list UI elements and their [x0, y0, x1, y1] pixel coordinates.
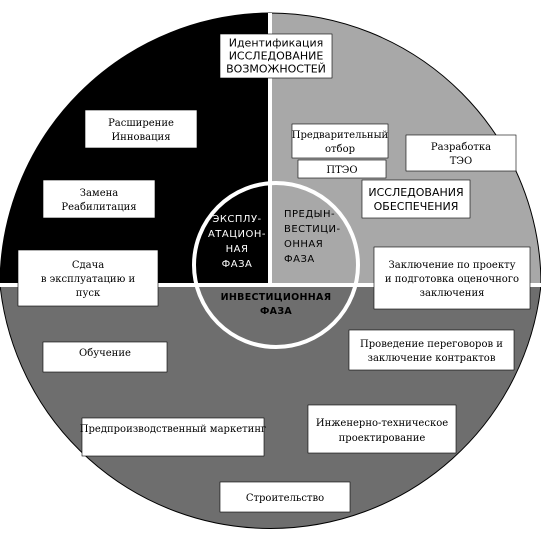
pteo-box: ПТЭО [297, 159, 387, 179]
commissioning-box-text-line: пуск [76, 288, 101, 299]
pteo-box-frame [297, 159, 387, 179]
preliminary-selection-box: Предварительный отбор [291, 123, 389, 159]
support-studies-box-text-line: ИССЛЕДОВАНИЯ [368, 186, 463, 199]
replacement-rehabilitation-box-text-line: Реабилитация [61, 202, 136, 213]
support-studies-box-text-line: ОБЕСПЕЧЕНИЯ [374, 200, 459, 213]
teo-development-box-text-line: Разработка [431, 142, 491, 153]
negotiations-box-text-line: заключение контрактов [368, 353, 496, 364]
operation-phase-line: ЭКСПЛУ- [212, 214, 261, 225]
identification-box-text-line: ВОЗМОЖНОСТЕЙ [226, 63, 326, 76]
commissioning-box-text-line: Сдача [72, 260, 104, 271]
pteo-box-text-line: ПТЭО [326, 165, 357, 176]
teo-development-box-text-line: ТЭО [450, 156, 473, 167]
preliminary-selection-box-text-line: Предварительный [292, 130, 389, 141]
pre-investment-phase-line: ОННАЯ [284, 239, 323, 250]
engineering-design-box-text-line: проектирование [339, 433, 426, 444]
engineering-design-box-text-line: Инженерно-техническое [316, 418, 448, 429]
preproduction-marketing-box-frame [81, 417, 265, 457]
pre-investment-phase-label: ПРЕДЫН- ВЕСТИЦИ- ОННАЯ ФАЗА [284, 209, 341, 265]
engineering-design-box: Инженерно-техническое проектирование [307, 404, 457, 454]
commissioning-box: Сдача в эксплуатацию и пуск [17, 249, 159, 307]
identification-box-frame [219, 33, 333, 79]
operation-phase-line: ФАЗА [222, 259, 253, 270]
support-studies-box-frame [361, 179, 471, 219]
training-box-text-line: Обучение [79, 348, 131, 359]
inner-circle-ring [192, 181, 360, 349]
negotiations-box-frame [348, 329, 515, 371]
construction-box-text-line: Строительство [246, 493, 324, 504]
construction-box-frame [219, 481, 351, 513]
preliminary-selection-box-frame [291, 123, 389, 159]
operation-phase-line: АТАЦИОН- [208, 229, 266, 240]
project-conclusion-box-text-line: Заключение по проекту [389, 260, 516, 271]
engineering-design-box-frame [307, 404, 457, 454]
replacement-rehabilitation-box-text-line: Замена [80, 188, 119, 199]
project-conclusion-box: Заключение по проекту и подготовка оценоч… [373, 246, 531, 310]
negotiations-box-text-line: Проведение переговоров и [360, 339, 503, 350]
training-box-frame [42, 341, 168, 373]
replacement-rehabilitation-box-frame [42, 179, 156, 219]
investment-phase-line: ИНВЕСТИЦИОННАЯ [221, 292, 332, 303]
construction-box: Строительство [219, 481, 351, 513]
project-conclusion-box-frame [373, 246, 531, 310]
pre-investment-phase-line: ВЕСТИЦИ- [284, 224, 341, 235]
pre-investment-phase-line: ПРЕДЫН- [284, 209, 335, 220]
operation-phase-line: НАЯ [226, 244, 249, 255]
investment-phase-label: ИНВЕСТИЦИОННАЯ ФАЗА [221, 292, 332, 317]
preliminary-selection-box-text-line: отбор [325, 144, 355, 155]
preproduction-marketing-box-text-line: Предпроизводственный маркетинг [80, 424, 266, 435]
identification-box-text-line: Идентификация [229, 37, 324, 50]
pre-investment-phase-line: ФАЗА [284, 254, 315, 265]
identification-box-text-line: ИССЛЕДОВАНИЕ [229, 50, 324, 63]
project-conclusion-box-text-line: заключения [420, 288, 485, 299]
pre-investment-phase-sector [269, 12, 541, 286]
preproduction-marketing-box: Предпроизводственный маркетинг [80, 417, 266, 457]
training-box: Обучение [42, 341, 168, 373]
teo-development-box-frame [405, 134, 517, 172]
project-conclusion-box-text-line: и подготовка оценочного [385, 274, 519, 285]
commissioning-box-text-line: в эксплуатацию и [41, 274, 136, 285]
expansion-innovation-box-text-line: Инновация [111, 132, 170, 143]
investment-phase-line: ФАЗА [260, 306, 292, 317]
negotiations-box: Проведение переговоров и заключение контр… [348, 329, 515, 371]
expansion-innovation-box-frame [84, 109, 198, 149]
commissioning-box-frame [17, 249, 159, 307]
expansion-innovation-box-text-line: Расширение [108, 118, 174, 129]
operation-phase-label: ЭКСПЛУ- АТАЦИОН- НАЯ ФАЗА [208, 214, 266, 270]
